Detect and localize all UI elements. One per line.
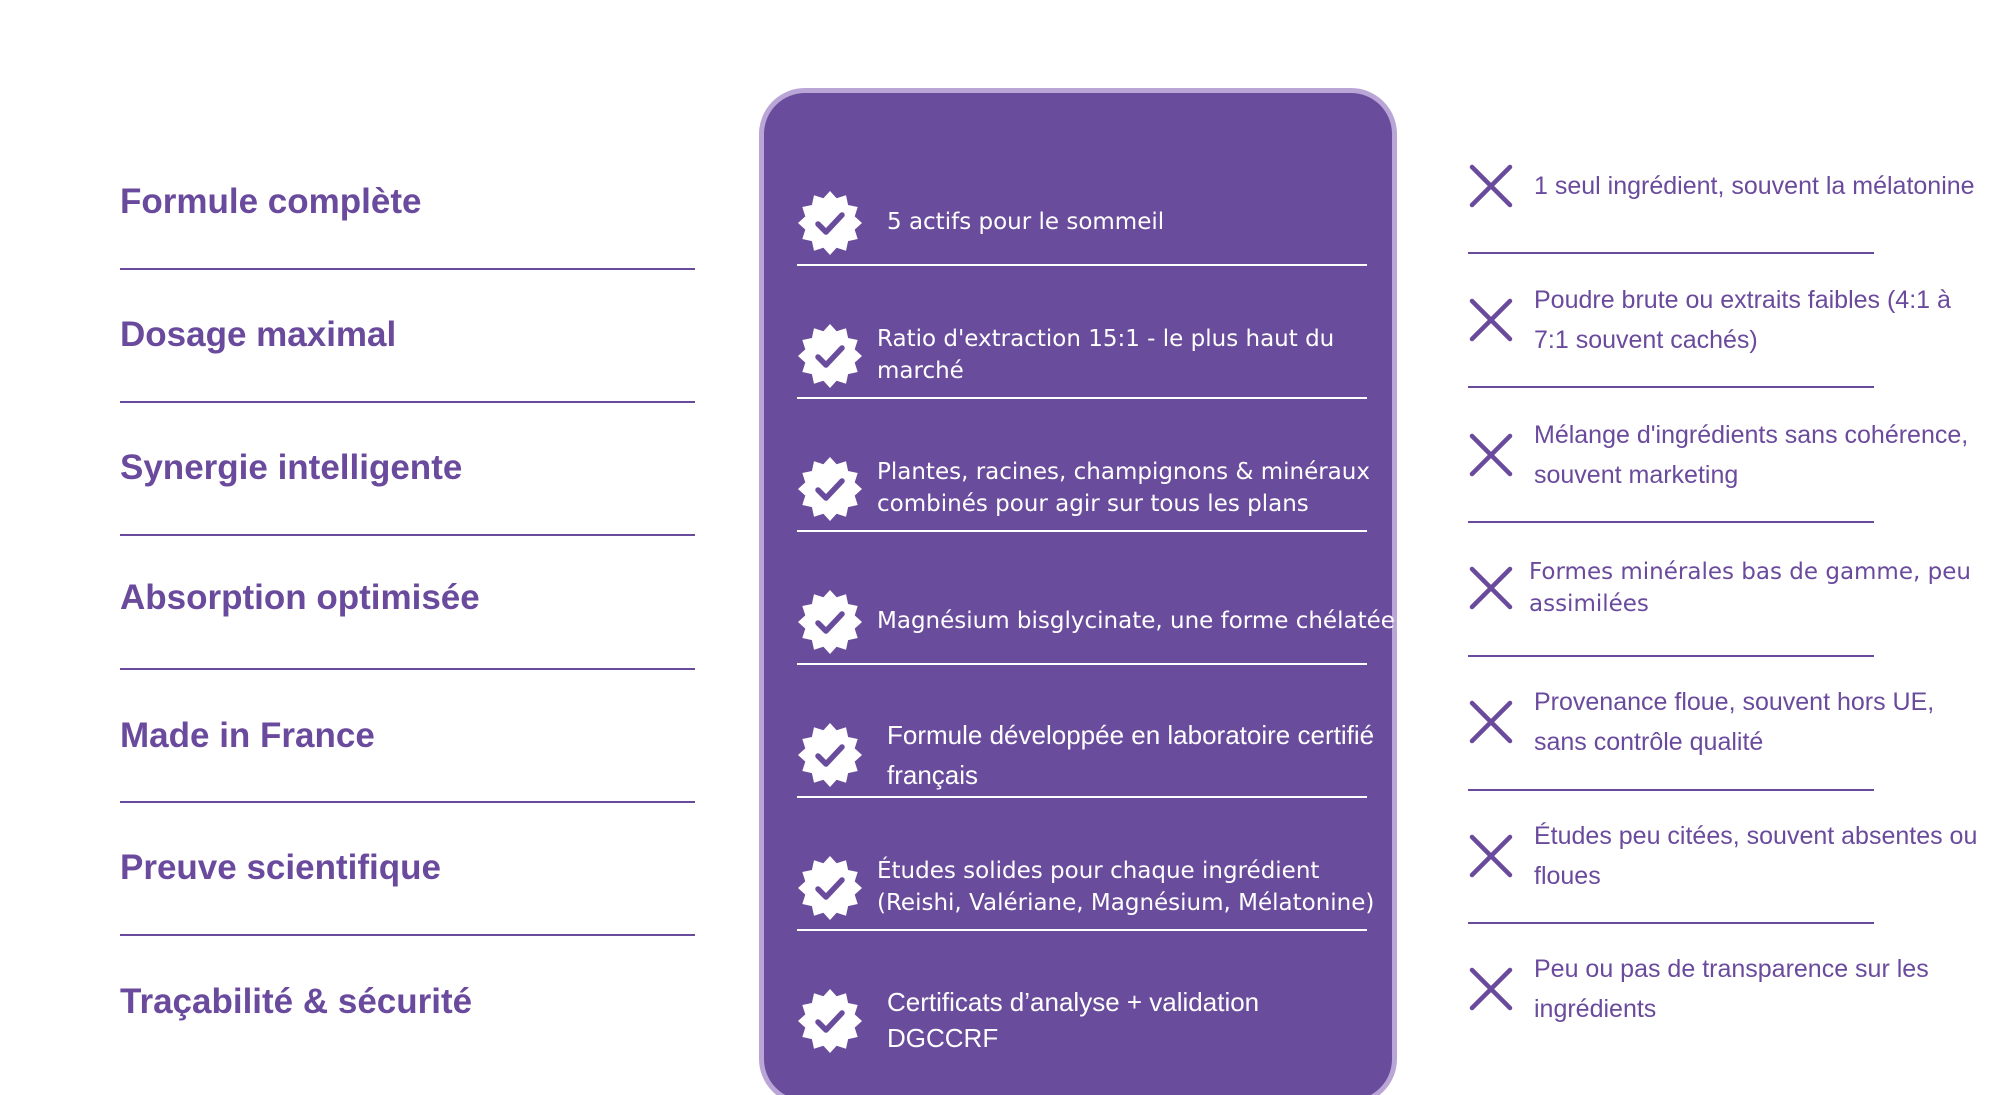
- product-feature-text: Formule développée en laboratoire certif…: [887, 719, 1375, 790]
- x-cross-icon: [1468, 565, 1514, 611]
- x-cross-icon: [1468, 163, 1514, 209]
- verified-badge-check-icon: [797, 855, 863, 921]
- criterion-divider: [120, 268, 695, 270]
- competitor-text: Poudre brute ou extraits faibles (4:1 à …: [1534, 286, 1951, 354]
- product-card: 5 actifs pour le sommeil Ratio d'extract…: [759, 88, 1397, 1095]
- criterion-divider: [120, 668, 695, 670]
- competitor-row: 1 seul ingrédient, souvent la mélatonine: [1468, 120, 1988, 252]
- product-feature-text: 5 actifs pour le sommeil: [887, 209, 1165, 236]
- criterion-label: Synergie intelligente: [120, 448, 463, 487]
- competitor-text: Peu ou pas de transparence sur les ingré…: [1534, 955, 1929, 1023]
- competitor-divider: [1468, 521, 1874, 523]
- competitor-row: Études peu citées, souvent absentes ou f…: [1468, 790, 1988, 922]
- competitor-text: Provenance floue, souvent hors UE, sans …: [1534, 688, 1935, 756]
- competitor-divider: [1468, 789, 1874, 791]
- criterion-label: Dosage maximal: [120, 315, 397, 354]
- product-row: Plantes, racines, champignons & minéraux…: [797, 423, 1377, 555]
- criterion-label: Traçabilité & sécurité: [120, 982, 473, 1021]
- competitor-row: Poudre brute ou extraits faibles (4:1 à …: [1468, 254, 1988, 386]
- competitor-row: Peu ou pas de transparence sur les ingré…: [1468, 923, 1988, 1055]
- product-row: Ratio d'extraction 15:1 - le plus haut d…: [797, 290, 1377, 422]
- criterion-label: Made in France: [120, 716, 375, 755]
- product-row: Études solides pour chaque ingrédient (R…: [797, 822, 1377, 954]
- x-cross-icon: [1468, 966, 1514, 1012]
- criterion-divider: [120, 534, 695, 536]
- criterion-row: Preuve scientifique: [120, 802, 695, 934]
- competitor-divider: [1468, 655, 1874, 657]
- x-cross-icon: [1468, 297, 1514, 343]
- verified-badge-check-icon: [797, 988, 863, 1054]
- competitor-text: Formes minérales bas de gamme, peu assim…: [1529, 558, 1971, 617]
- competitor-row: Mélange d'ingrédients sans cohérence, so…: [1468, 389, 1988, 521]
- product-row: 5 actifs pour le sommeil: [797, 157, 1377, 289]
- product-divider: [797, 929, 1367, 931]
- verified-badge-check-icon: [797, 456, 863, 522]
- verified-badge-check-icon: [797, 589, 863, 655]
- product-row: Formule développée en laboratoire certif…: [797, 689, 1377, 821]
- competitor-text: 1 seul ingrédient, souvent la mélatonine: [1534, 172, 1975, 200]
- product-divider: [797, 663, 1367, 665]
- competitor-text: Études peu citées, souvent absentes ou f…: [1534, 822, 1978, 890]
- x-cross-icon: [1468, 432, 1514, 478]
- verified-badge-check-icon: [797, 190, 863, 256]
- criterion-divider: [120, 934, 695, 936]
- product-divider: [797, 264, 1367, 266]
- criterion-row: Formule complète: [120, 136, 695, 268]
- x-cross-icon: [1468, 833, 1514, 879]
- criterion-row: Absorption optimisée: [120, 532, 695, 664]
- competitor-divider: [1468, 252, 1874, 254]
- criterion-row: Made in France: [120, 670, 695, 802]
- product-row: Magnésium bisglycinate, une forme chélat…: [797, 556, 1395, 688]
- product-divider: [797, 397, 1367, 399]
- competitor-divider: [1468, 922, 1874, 924]
- verified-badge-check-icon: [797, 722, 863, 788]
- x-cross-icon: [1468, 699, 1514, 745]
- verified-badge-check-icon: [797, 323, 863, 389]
- criterion-row: Synergie intelligente: [120, 402, 695, 534]
- competitor-row: Formes minérales bas de gamme, peu assim…: [1468, 522, 1988, 654]
- product-divider: [797, 796, 1367, 798]
- product-divider: [797, 530, 1367, 532]
- criterion-row: Traçabilité & sécurité: [120, 936, 695, 1068]
- product-feature-text: Magnésium bisglycinate, une forme chélat…: [877, 608, 1395, 635]
- criterion-label: Absorption optimisée: [120, 578, 480, 617]
- criterion-label: Preuve scientifique: [120, 848, 441, 887]
- product-row: Certificats d’analyse + validation DGCCR…: [797, 955, 1377, 1087]
- criterion-label: Formule complète: [120, 182, 422, 221]
- competitor-text: Mélange d'ingrédients sans cohérence, so…: [1534, 421, 1969, 489]
- competitor-divider: [1468, 386, 1874, 388]
- competitor-row: Provenance floue, souvent hors UE, sans …: [1468, 656, 1988, 788]
- criterion-divider: [120, 401, 695, 403]
- product-feature-text: Études solides pour chaque ingrédient (R…: [877, 858, 1375, 916]
- product-feature-text: Ratio d'extraction 15:1 - le plus haut d…: [877, 326, 1335, 384]
- product-feature-text: Certificats d’analyse + validation DGCCR…: [887, 987, 1260, 1053]
- criterion-row: Dosage maximal: [120, 269, 695, 401]
- criterion-divider: [120, 801, 695, 803]
- product-feature-text: Plantes, racines, champignons & minéraux…: [877, 459, 1370, 517]
